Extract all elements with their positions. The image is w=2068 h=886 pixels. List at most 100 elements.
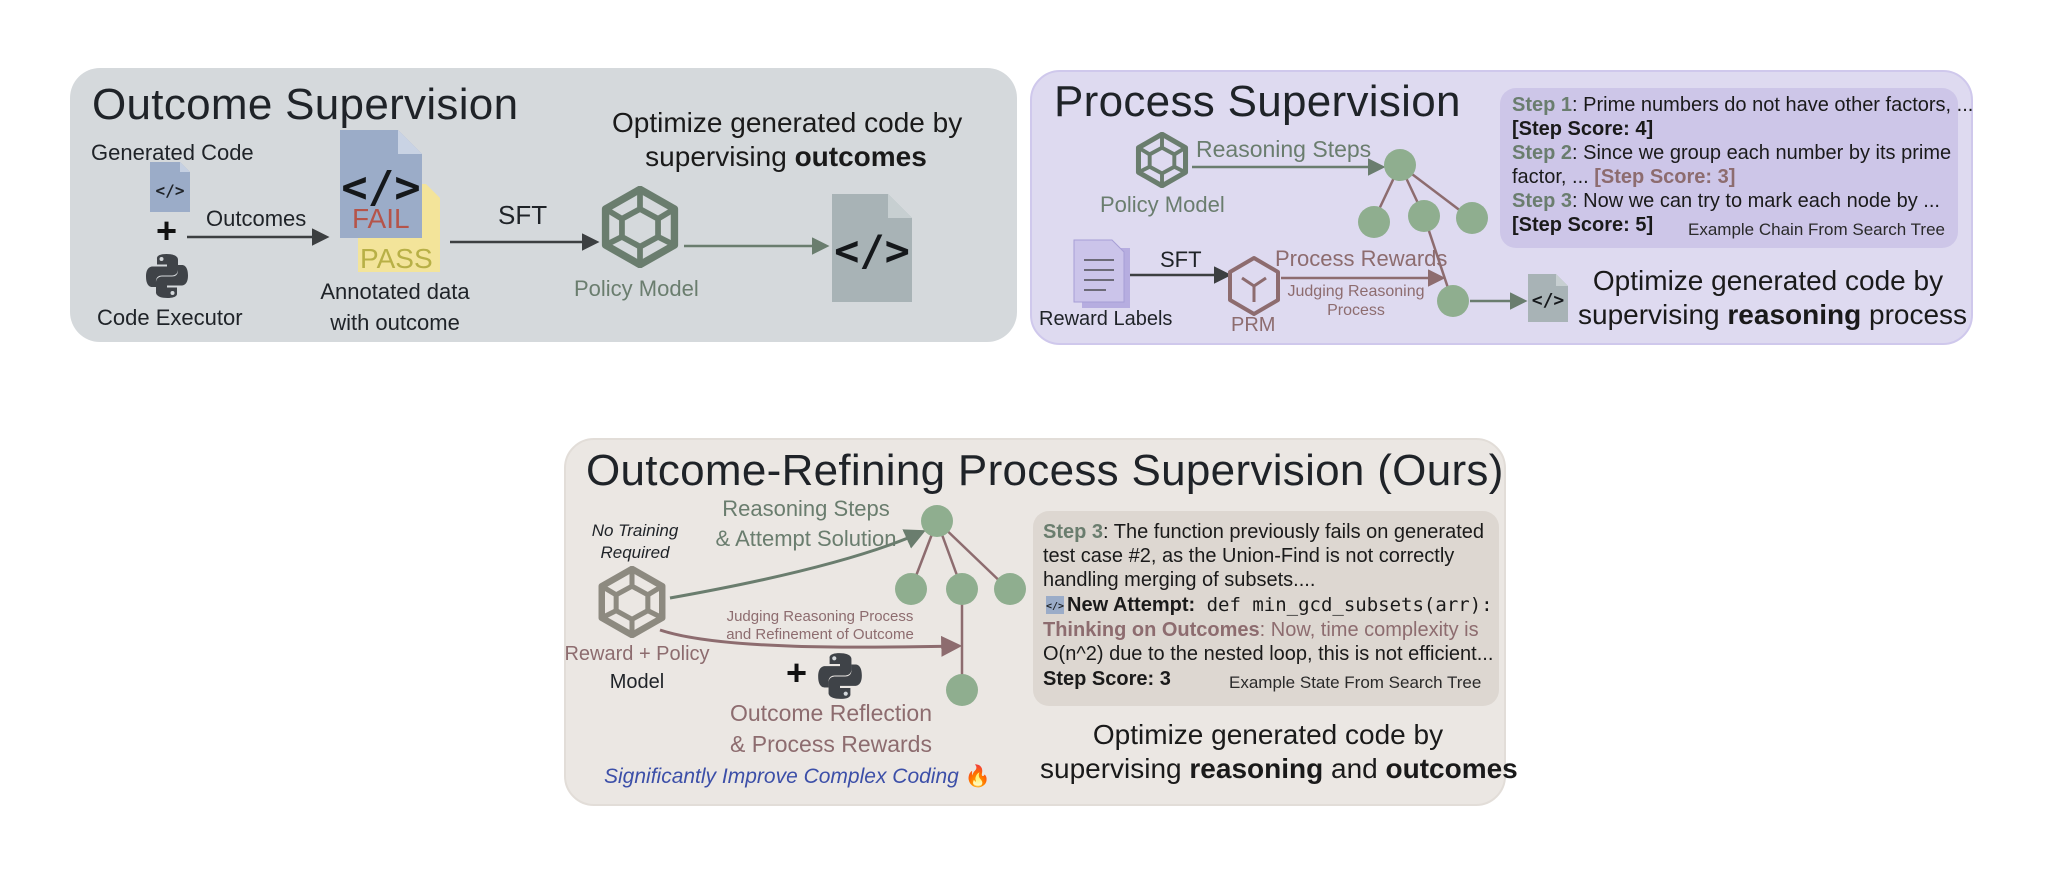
- outcomes-label: Outcomes: [206, 206, 307, 231]
- no-training-line1: No Training: [591, 521, 679, 540]
- judging-line2: and Refinement of Outcome: [726, 626, 914, 643]
- orps-caption-line1: Optimize generated code by: [1092, 719, 1444, 750]
- process-step3: Step 3: Now we can try to mark each node…: [1512, 190, 1940, 213]
- step-label: Step 2: [1512, 142, 1573, 164]
- step-text: : Since we group each number by its prim…: [1572, 142, 1952, 164]
- attempt-label: New Attempt:: [1067, 594, 1196, 616]
- reasoning-attempt-label: Reasoning Steps & Attempt Solution: [700, 494, 912, 554]
- caption-text: and: [1323, 753, 1386, 784]
- reward-policy-line: Reward + Policy: [564, 643, 710, 665]
- output-code-file-icon: </>: [832, 194, 912, 302]
- orps-step3-line2: test case #2, as the Union-Find is not c…: [1043, 545, 1455, 567]
- python-icon: [146, 254, 188, 298]
- process-caption-line1: Optimize generated code by: [1592, 265, 1944, 296]
- policy-model-icon: [606, 189, 675, 264]
- svg-text:</>: </>: [1532, 290, 1565, 311]
- caption-bold: outcomes: [794, 141, 927, 172]
- orps-step-score: Step Score: 3: [1043, 668, 1171, 690]
- orps-example-caption: Example State From Search Tree: [1229, 673, 1482, 692]
- reflection-line2: & Process Rewards: [730, 731, 932, 757]
- orps-example-box: [1033, 511, 1499, 706]
- tree-node-icon: [1437, 285, 1469, 317]
- process-rewards-label: Process Rewards: [1275, 246, 1448, 271]
- caption-text: supervising: [1578, 299, 1728, 330]
- process-caption-line2: supervising reasoning process: [1578, 298, 1967, 332]
- orps-title: Outcome-Refining Process Supervision (Ou…: [586, 446, 1504, 495]
- step-text: : The function previously fails on gener…: [1103, 521, 1485, 543]
- no-training-line2: Required: [600, 543, 670, 562]
- improve-text: Significantly Improve Complex Coding: [604, 765, 959, 788]
- fail-label: FAIL: [352, 203, 410, 234]
- generated-code-label: Generated Code: [91, 140, 254, 165]
- process-step2: Step 2: Since we group each number by it…: [1512, 142, 1951, 165]
- policy-model-label: Policy Model: [574, 276, 699, 301]
- orps-thinking: Thinking on Outcomes: Now, time complexi…: [1043, 619, 1479, 642]
- caption-text: process: [1861, 299, 1968, 330]
- pass-label: PASS: [360, 243, 433, 274]
- orps-caption-line2: supervising reasoning and outcomes: [1040, 752, 1518, 786]
- process-example-box: [1500, 88, 1958, 248]
- step-text: : Now we can try to mark each node by ..…: [1572, 190, 1940, 212]
- process-title: Process Supervision: [1054, 77, 1461, 126]
- policy-model-label-process: Policy Model: [1100, 192, 1225, 217]
- reasoning-steps-label: Reasoning Steps: [1196, 136, 1372, 162]
- orps-caption: Optimize generated code by supervising r…: [1040, 718, 1518, 786]
- prm-icon: [1228, 256, 1280, 316]
- caption-text: supervising: [1040, 753, 1190, 784]
- tree-process: [1358, 149, 1488, 317]
- orps-new-attempt: New Attempt: def min_gcd_subsets(arr):: [1067, 594, 1493, 617]
- tree-node-icon: [946, 674, 978, 706]
- process-step3-score: [Step Score: 5]: [1512, 214, 1654, 236]
- process-caption: Optimize generated code by supervising r…: [1578, 264, 1967, 332]
- tree-node-icon: [1358, 206, 1390, 238]
- code-executor-label: Code Executor: [97, 305, 243, 330]
- outcome-caption: Optimize generated code by supervising o…: [612, 106, 963, 174]
- annotated-data-label-1: Annotated data: [320, 279, 470, 304]
- svg-text:</>: </>: [156, 181, 185, 200]
- plus-sign: +: [156, 210, 178, 251]
- judging-line1: Judging Reasoning: [1287, 283, 1425, 300]
- reasoning-line1: Reasoning Steps: [722, 496, 890, 521]
- code-file-icon-small: </>: [1046, 596, 1064, 614]
- thinking-text: : Now, time complexity is: [1259, 619, 1479, 641]
- orps-step3-line3: handling merging of subsets....: [1043, 569, 1316, 591]
- attempt-code: def min_gcd_subsets(arr):: [1195, 594, 1493, 616]
- plus-sign-orps: +: [786, 652, 808, 693]
- no-training-label: No Training Required: [580, 520, 690, 564]
- python-icon-orps: [818, 653, 862, 699]
- process-step1-score: [Step Score: 4]: [1512, 118, 1654, 140]
- tree-node-icon: [1408, 200, 1440, 232]
- sft-label-process: SFT: [1160, 247, 1202, 272]
- tree-node-icon: [1456, 202, 1488, 234]
- step-text: : Prime numbers do not have other factor…: [1572, 94, 1974, 116]
- step-label: Step 3: [1043, 521, 1104, 543]
- process-step2-cont: factor, ... [Step Score: 3]: [1512, 166, 1735, 189]
- tree-node-icon: [895, 573, 927, 605]
- judging-reasoning-label: Judging Reasoning Process: [1276, 282, 1436, 320]
- policy-model-icon-process: [1138, 134, 1185, 186]
- outcome-title: Outcome Supervision: [92, 80, 519, 129]
- reflection-line1: Outcome Reflection: [730, 700, 932, 726]
- step-label: Step 3: [1512, 190, 1573, 212]
- step-label: Step 1: [1512, 94, 1573, 116]
- outcome-caption-line2: supervising outcomes: [612, 140, 960, 174]
- svg-text:</>: </>: [1046, 601, 1064, 612]
- model-line: Model: [609, 671, 665, 693]
- outcome-caption-line1: Optimize generated code by: [612, 107, 963, 138]
- step-text: factor, ...: [1512, 166, 1595, 188]
- outcome-reflection-label: Outcome Reflection & Process Rewards: [708, 698, 954, 760]
- reward-policy-model-label: Reward + Policy Model: [562, 640, 712, 696]
- reasoning-line2: & Attempt Solution: [715, 526, 897, 551]
- tree-node-icon: [1384, 149, 1416, 181]
- judging-refinement-label: Judging Reasoning Process and Refinement…: [700, 608, 940, 644]
- sft-label: SFT: [498, 200, 548, 230]
- step-score: [Step Score: 3]: [1594, 166, 1736, 188]
- tree-node-icon: [946, 573, 978, 605]
- code-file-icon: </>: [150, 162, 190, 212]
- caption-bold: reasoning: [1727, 299, 1862, 330]
- orps-step3: Step 3: The function previously fails on…: [1043, 521, 1484, 544]
- reward-policy-model-icon: [602, 569, 662, 635]
- judging-line2: Process: [1327, 302, 1385, 319]
- tree-node-icon: [921, 505, 953, 537]
